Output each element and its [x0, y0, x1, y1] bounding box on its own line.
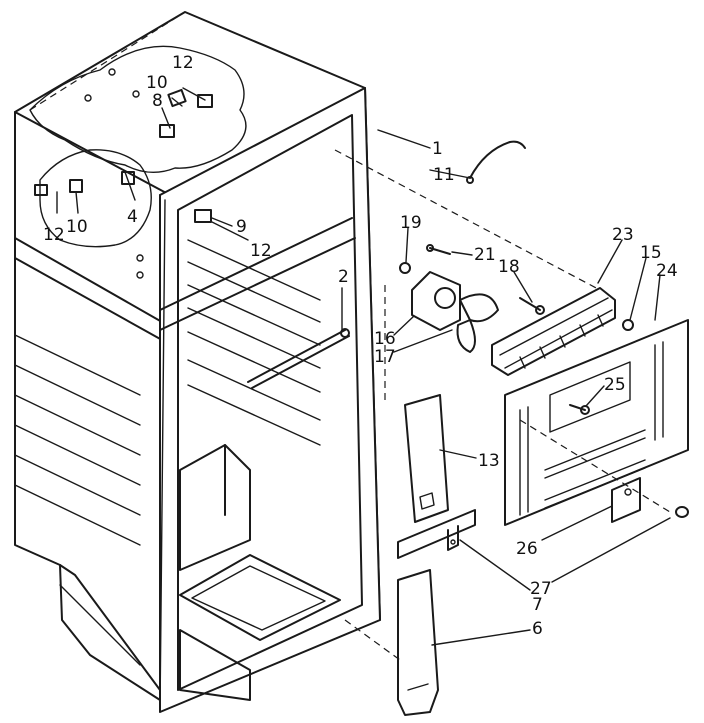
callout-15: 15	[640, 243, 662, 263]
callout-12-left: 12	[43, 225, 65, 245]
part-23-terminal-block	[491, 287, 616, 376]
callout-25: 25	[604, 375, 626, 395]
callout-19: 19	[400, 213, 422, 233]
callout-10-top: 10	[146, 73, 168, 93]
callout-24: 24	[656, 261, 678, 281]
callout-7: 7	[532, 595, 543, 615]
leader-lines	[56, 87, 671, 646]
callout-2: 2	[338, 267, 349, 287]
callout-10-left: 10	[66, 217, 88, 237]
callout-6: 6	[532, 619, 543, 639]
part-27-plug	[675, 506, 689, 518]
part-24-panel	[504, 319, 689, 526]
callout-21: 21	[474, 245, 496, 265]
callout-4: 4	[127, 207, 138, 227]
fasteners-19-21	[399, 244, 451, 274]
part-15-screw	[622, 319, 634, 331]
callout-23: 23	[612, 225, 634, 245]
part-11-tube	[466, 140, 526, 184]
part-18-screw	[519, 297, 545, 315]
callout-26: 26	[516, 539, 538, 559]
part-16-17-fan-motor	[411, 271, 499, 353]
part-13-duct	[404, 394, 449, 523]
callout-12-mid: 12	[250, 241, 272, 261]
callout-9: 9	[236, 217, 247, 237]
part-7-bracket	[397, 509, 476, 559]
liner-frame	[159, 87, 381, 713]
callout-27: 27	[530, 579, 552, 599]
callout-11: 11	[433, 165, 455, 185]
callout-13: 13	[478, 451, 500, 471]
part-6-lower-duct	[397, 569, 439, 716]
callout-1: 1	[432, 139, 443, 159]
callout-18: 18	[498, 257, 520, 277]
part-25-screw	[569, 404, 590, 415]
callout-12-top: 12	[172, 53, 194, 73]
assembly-guides	[29, 11, 671, 661]
callout-16: 16	[374, 329, 396, 349]
callout-labels: 1 11 12 10 8 4 12 10 9 12 2 19 21 18 23 …	[43, 53, 678, 639]
callout-17: 17	[374, 347, 396, 367]
callout-8: 8	[152, 91, 163, 111]
